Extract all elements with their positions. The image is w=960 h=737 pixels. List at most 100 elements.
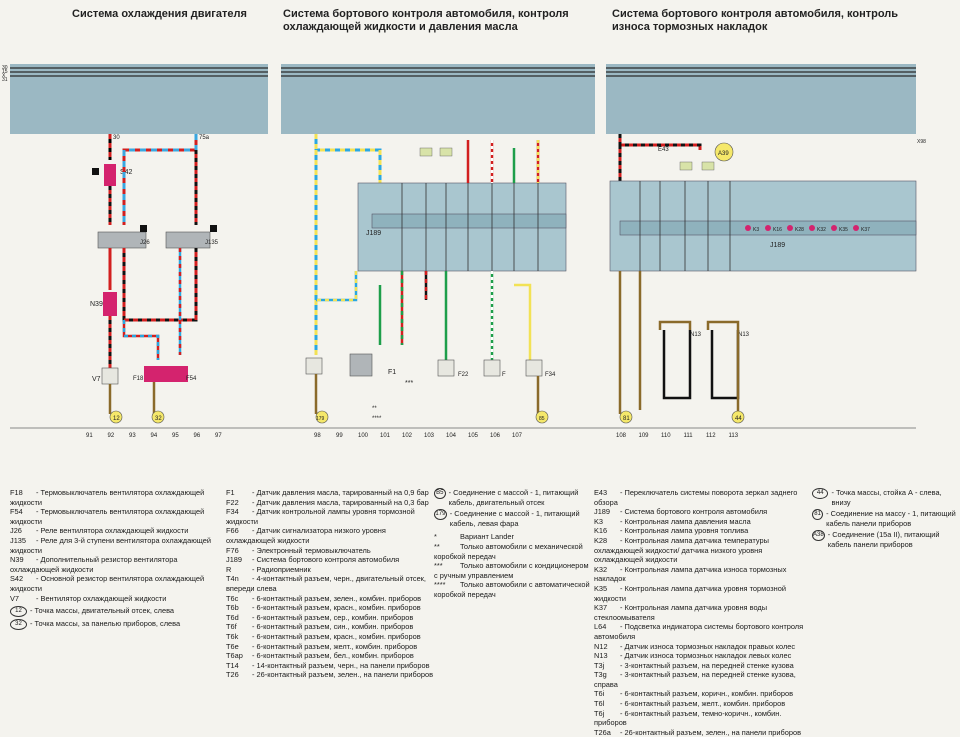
column-number: 112: [706, 433, 716, 439]
legend-text: - 6-контактный разъем, сер., комбин. при…: [252, 612, 414, 622]
legend-item: V7 - Вентилятор охлаждающей жидкости: [10, 594, 220, 604]
ground-mark-85: [535, 410, 549, 424]
legend-item: T4n- 4-контактный разъем, черн., двигате…: [226, 574, 436, 593]
legend-code: S42: [10, 574, 24, 584]
legend-item: T26a- 26-контактный разъем, зелен., на п…: [594, 728, 809, 737]
legend-text: - Соединение с массой - 1, питающий кабе…: [449, 509, 580, 528]
legend-item: K32- Контрольная лампа датчика износа то…: [594, 565, 809, 584]
legend-code: F22: [226, 497, 239, 507]
legend-code: J135: [10, 535, 27, 545]
rail-label-30: 30: [2, 65, 8, 71]
column-number: 108: [616, 433, 627, 439]
legend-code: F66: [226, 526, 239, 536]
column-number: 91: [86, 433, 93, 439]
column-number: 93: [129, 433, 136, 439]
legend-item: T3g- 3-контактный разъем, на передней ст…: [594, 670, 809, 689]
ground-mark-179: [315, 410, 329, 424]
legend-code: T26: [226, 670, 239, 680]
legend-code: K16: [594, 526, 608, 536]
legend-item: T6j- 6-контактный разъем, темно-коричн.,…: [594, 709, 809, 728]
legend-text: - Подсветка индикатора системы бортового…: [594, 622, 804, 641]
legend-item: J26 - Реле вентилятора охлаждающей жидкос…: [10, 526, 220, 536]
legend-item: L64- Подсветка индикатора системы бортов…: [594, 622, 809, 641]
sensor-f1: [349, 353, 373, 377]
legend-text: - Контрольная лампа датчика износа тормо…: [594, 564, 787, 584]
legend-item: T6e- 6-контактный разъем, желт., комбин.…: [226, 642, 436, 652]
column-number: 95: [172, 433, 179, 439]
column-number: 104: [446, 433, 457, 439]
legend-text: - 26-контактный разъем, зелен., на панел…: [252, 670, 434, 680]
svg-text:J26: J26: [140, 240, 150, 246]
svg-text:F54: F54: [186, 376, 197, 382]
connector-a39: [714, 142, 734, 162]
legend-text: - 26-контактный разъем, зелен., на панел…: [620, 727, 802, 737]
legend-code: N12: [594, 641, 608, 651]
legend-code: K35: [594, 583, 608, 593]
legend-mark-item: 81- Соединение на массу - 1, питающий ка…: [812, 509, 958, 528]
svg-text:F: F: [502, 372, 506, 378]
legend-code: V7: [10, 593, 20, 603]
svg-text:44: 44: [735, 416, 742, 422]
legend-text: Вариант Lander: [460, 532, 514, 542]
legend-text: - Дополнительный резистор вентилятора ох…: [10, 555, 178, 574]
legend-item: F66- Датчик сигнализатора низкого уровня…: [226, 526, 436, 545]
column-number: 96: [194, 433, 201, 439]
legend-item: F76- Электронный термовыключатель: [226, 546, 436, 556]
svg-text:85: 85: [539, 416, 545, 422]
legend-text: - Реле вентилятора охлаждающей жидкости: [36, 526, 189, 536]
legend-mark: 81: [812, 509, 824, 521]
legend-code: T6i: [594, 689, 605, 699]
svg-text:A39: A39: [718, 151, 729, 157]
legend-code: T6d: [226, 612, 239, 622]
legend-monitoring: F1- Датчик давления масла, тарированный …: [226, 488, 436, 680]
legend-code: L64: [594, 622, 607, 632]
legend-text: Только автомобили с автоматической короб…: [434, 580, 590, 599]
svg-text:J135: J135: [205, 240, 219, 246]
legend-text: Только автомобили с механической коробко…: [434, 541, 583, 561]
legend-text: - 6-контактный разъем, коричн., комбин. …: [620, 689, 794, 699]
svg-text:N13: N13: [738, 332, 750, 338]
legend-code: T6l: [594, 699, 605, 709]
rail-label-15: 15: [2, 69, 8, 75]
svg-text:K28: K28: [795, 227, 804, 233]
legend-code: T6b: [226, 603, 239, 613]
legend-text: - 6-контактный разъем, син., комбин. при…: [252, 622, 414, 632]
legend-item: *Вариант Lander: [434, 532, 594, 542]
legend-text: - Контрольная лампа датчика уровня тормо…: [594, 583, 786, 603]
column-number: 109: [639, 433, 650, 439]
legend-item: J135- Реле для 3-й ступени вентилятора о…: [10, 536, 220, 555]
title-left: Система охлаждения двигателя: [72, 8, 247, 20]
column-number: 111: [684, 433, 694, 439]
legend-text: - Контрольная лампа уровня топлива: [620, 526, 749, 536]
legend-text: - Вентилятор охлаждающей жидкости: [36, 593, 167, 603]
legend-item: ****Только автомобили с автоматической к…: [434, 580, 594, 599]
legend-item: K37- Контрольная лампа датчика уровня во…: [594, 603, 809, 622]
legend-code: N39: [10, 555, 24, 565]
legend-code: K32: [594, 564, 608, 574]
legend-code: J26: [10, 526, 22, 536]
legend-code: J189: [594, 507, 611, 517]
legend-text: - Соединение с массой - 1, питающий кабе…: [448, 488, 579, 507]
legend-code: F1: [226, 488, 235, 497]
svg-text:32: 32: [155, 416, 162, 422]
legend-text: - Система бортового контроля автомобиля: [620, 507, 768, 517]
svg-text:179: 179: [316, 416, 325, 422]
legend-text: - Соединение (15a II), питающий кабель п…: [827, 530, 940, 549]
brake-wear-circuit: X98 E43 A39 J189 K3 K16 K28 K32 K35 K37: [609, 134, 926, 424]
legend-mark-item: A38- Соединение (15a II), питающий кабел…: [812, 530, 958, 549]
legend-item: F18- Термовыключатель вентилятора охлажд…: [10, 488, 220, 507]
legend-text: - 4-контактный разъем, черн., двигательн…: [226, 574, 426, 593]
legend-mark-item: 179- Соединение с массой - 1, питающий к…: [434, 509, 594, 528]
legend-text: - Контрольная лампа датчика уровня воды …: [594, 603, 768, 622]
column-number: 101: [380, 433, 391, 439]
legend-text: - Контрольная лампа датчика температуры …: [594, 535, 769, 565]
legend-code: T4n: [226, 574, 239, 584]
legend-text: - 6-контактный разъем, бел., комбин. при…: [252, 651, 414, 661]
legend-code: T6ap: [226, 651, 243, 661]
legend-code: ****: [434, 580, 446, 590]
svg-text:K35: K35: [839, 227, 848, 233]
legend-code: F34: [226, 507, 239, 517]
sensor-f34: [525, 359, 543, 377]
legend-mark: B5: [434, 488, 446, 499]
svg-text:J189: J189: [366, 230, 381, 237]
